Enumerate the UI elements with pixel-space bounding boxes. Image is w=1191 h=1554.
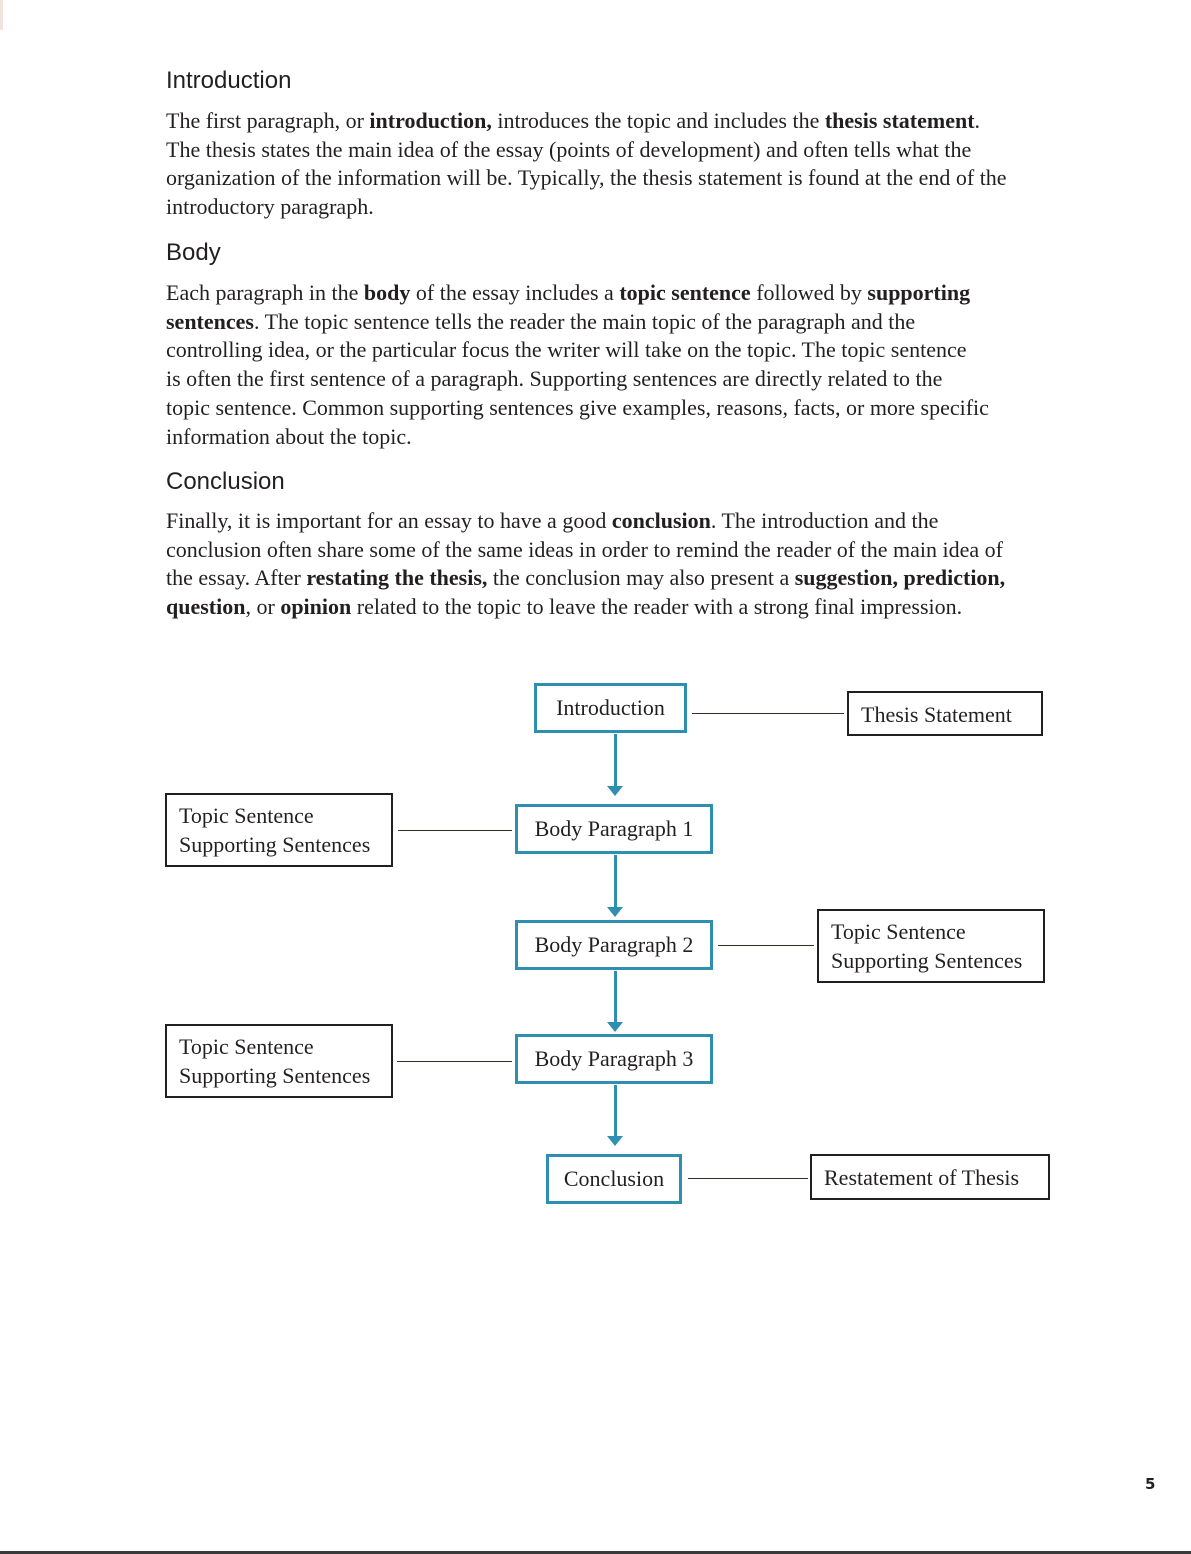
page-number: 5 [1145,1475,1156,1493]
text-run: Finally, it is important for an essay to… [166,508,612,533]
node-introduction: Introduction [534,683,687,733]
bold-term: thesis statement [824,108,975,133]
page-bottom-edge [0,1551,1191,1554]
supporting-sentences-label: Supporting Sentences [831,948,1023,973]
connector-body-3-left [397,1061,512,1062]
node-body-paragraph-1: Body Paragraph 1 [515,804,713,854]
paragraph-line: is often the first sentence of a paragra… [166,365,989,394]
paragraph-line: controlling idea, or the particular focu… [166,336,989,365]
paragraph-line: The thesis states the main idea of the e… [166,136,1007,165]
arrow-introduction-to-body-1 [607,734,623,796]
connector-introduction-thesis [692,713,844,714]
text-run: Each paragraph in the [166,280,364,305]
page-corner-mark [0,0,3,30]
paragraph-line: conclusion often share some of the same … [166,536,1005,565]
node-thesis-statement: Thesis Statement [847,691,1043,736]
connector-conclusion-restatement [688,1178,808,1179]
bold-term: topic sentence [619,280,751,305]
text-run: followed by [750,280,868,305]
text-run: information about the topic. [166,423,412,449]
node-topic-supporting-left-1: Topic Sentence Supporting Sentences [165,793,393,867]
arrow-body-3-to-conclusion [607,1085,623,1146]
node-body-paragraph-3: Body Paragraph 3 [515,1034,713,1084]
node-body-paragraph-2: Body Paragraph 2 [515,920,713,970]
text-run: introduces the topic and includes the [491,108,825,133]
text-run: organization of the information will be.… [166,165,1007,191]
supporting-sentences-label: Supporting Sentences [179,1063,371,1088]
paragraph-line: information about the topic. [166,423,989,452]
bold-term: supporting [867,280,971,305]
text-run: introductory paragraph. [166,194,374,220]
bold-term: opinion [280,594,352,620]
node-conclusion: Conclusion [546,1154,682,1204]
text-run: the essay. After [166,565,307,591]
paragraph-line: organization of the information will be.… [166,164,1007,193]
paragraph-line: introductory paragraph. [166,193,1007,222]
heading-conclusion: Conclusion [166,468,285,495]
arrow-body-2-to-body-3 [607,971,623,1032]
text-run: The thesis states the main idea of the e… [166,136,972,162]
node-topic-supporting-left-2: Topic Sentence Supporting Sentences [165,1024,393,1098]
topic-sentence-label: Topic Sentence [179,803,314,828]
text-run: the conclusion may also present a [487,565,795,591]
paragraph-line: the essay. After restating the thesis, t… [166,564,1005,593]
paragraph-line: Each paragraph in the body of the essay … [166,279,989,308]
arrow-body-1-to-body-2 [607,855,623,917]
topic-sentence-label: Topic Sentence [831,919,966,944]
bold-term: restating the thesis, [306,565,488,591]
paragraph-line: topic sentence. Common supporting senten… [166,394,989,423]
text-run: conclusion often share some of the same … [166,536,1003,562]
topic-sentence-label: Topic Sentence [179,1034,314,1059]
bold-term: sentences [166,308,254,334]
bold-term: body [363,280,411,305]
heading-introduction: Introduction [166,67,292,94]
text-run: . The topic sentence tells the reader th… [253,308,916,334]
paragraph-line: sentences. The topic sentence tells the … [166,308,989,337]
text-run: controlling idea, or the particular focu… [166,337,967,363]
heading-body: Body [166,239,221,266]
connector-body-1-left [398,830,512,831]
text-run: of the essay includes a [410,280,620,305]
bold-term: introduction, [369,108,492,133]
node-restatement-of-thesis: Restatement of Thesis [810,1154,1050,1200]
node-topic-supporting-right: Topic Sentence Supporting Sentences [817,909,1045,983]
paragraph-line: Finally, it is important for an essay to… [166,507,1005,536]
paragraph-body: Each paragraph in the body of the essay … [166,279,989,451]
paragraph-conclusion: Finally, it is important for an essay to… [166,507,1005,622]
text-run: , or [245,594,281,620]
text-run: is often the first sentence of a paragra… [166,366,943,392]
text-run: related to the topic to leave the reader… [351,594,963,620]
bold-term: conclusion [611,508,711,533]
text-run: topic sentence. Common supporting senten… [166,394,989,420]
bold-term: suggestion, prediction, [794,565,1006,591]
text-run: . The introduction and the [710,508,939,533]
text-run: . [974,108,981,133]
paragraph-line: The first paragraph, or introduction, in… [166,107,1007,136]
connector-body-2-right [718,945,814,946]
paragraph-introduction: The first paragraph, or introduction, in… [166,107,1007,222]
bold-term: question [166,594,246,620]
supporting-sentences-label: Supporting Sentences [179,832,371,857]
text-run: The first paragraph, or [166,108,370,133]
paragraph-line: question, or opinion related to the topi… [166,593,1005,622]
